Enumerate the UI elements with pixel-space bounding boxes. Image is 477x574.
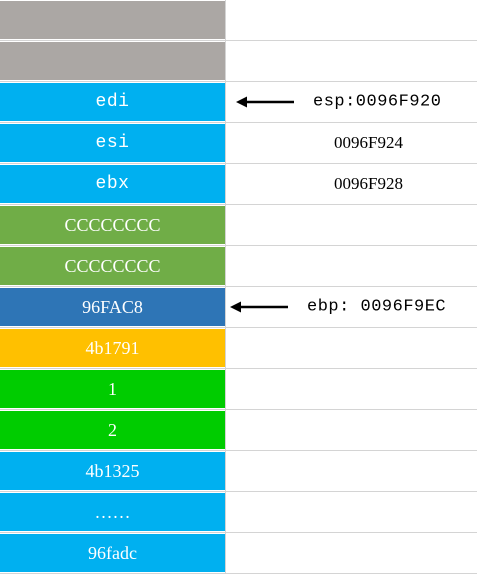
stack-cell-value [0, 0, 225, 40]
address-annotation: 0096F928 [334, 174, 403, 193]
stack-row: CCCCCCCC [0, 205, 477, 246]
stack-cell-value: ebx [0, 164, 225, 204]
address-annotation: esp:0096F920 [313, 92, 442, 112]
address-annotation: 0096F924 [334, 133, 403, 152]
pointer-arrow-icon [230, 301, 288, 313]
stack-row: esi 0096F924 [0, 123, 477, 164]
stack-cell-value: 96fadc [0, 533, 225, 573]
stack-cell-annotation-area: 0096F924 [225, 123, 477, 163]
stack-row: 1 [0, 369, 477, 410]
stack-row: …… [0, 492, 477, 533]
stack-cell-annotation-area [225, 533, 477, 573]
stack-cell-value: CCCCCCCC [0, 246, 225, 286]
stack-cell-annotation-area [225, 0, 477, 40]
stack-cell-annotation-area [225, 328, 477, 368]
stack-row: 96fadc [0, 533, 477, 574]
stack-cell-annotation-area [225, 451, 477, 491]
stack-row: 4b1325 [0, 451, 477, 492]
stack-row: 96FAC8 ebp: 0096F9EC [0, 287, 477, 328]
stack-cell-value: 4b1325 [0, 451, 225, 491]
stack-cell-annotation-area [225, 205, 477, 245]
stack-cell-value: edi [0, 82, 225, 122]
stack-cell-annotation-area [225, 410, 477, 450]
stack-row: 4b1791 [0, 328, 477, 369]
stack-cell-value: 2 [0, 410, 225, 450]
stack-cell-annotation-area [225, 41, 477, 81]
stack-row [0, 41, 477, 82]
stack-cell-value: 4b1791 [0, 328, 225, 368]
stack-row: 2 [0, 410, 477, 451]
stack-cell-value: …… [0, 492, 225, 532]
stack-cell-annotation-area [225, 246, 477, 286]
stack-cell-value: 96FAC8 [0, 287, 225, 327]
stack-cell-annotation-area [225, 369, 477, 409]
stack-cell-annotation-area: ebp: 0096F9EC [225, 287, 477, 327]
stack-cell-annotation-area [225, 492, 477, 532]
stack-cell-value: CCCCCCCC [0, 205, 225, 245]
stack-cell-annotation-area: esp:0096F920 [225, 82, 477, 122]
stack-cell-value [0, 41, 225, 81]
stack-cell-value: 1 [0, 369, 225, 409]
stack-cell-value: esi [0, 123, 225, 163]
stack-row: edi esp:0096F920 [0, 82, 477, 123]
stack-row [0, 0, 477, 41]
address-annotation: ebp: 0096F9EC [307, 297, 447, 317]
stack-row: ebx 0096F928 [0, 164, 477, 205]
stack-row: CCCCCCCC [0, 246, 477, 287]
stack-cell-annotation-area: 0096F928 [225, 164, 477, 204]
pointer-arrow-icon [236, 96, 294, 108]
